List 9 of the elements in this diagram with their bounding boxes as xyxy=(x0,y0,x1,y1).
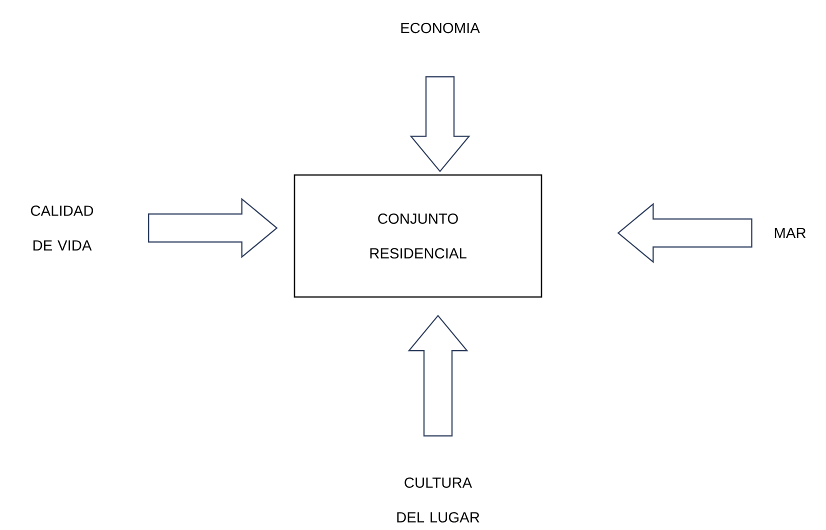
label-text: CULTURA DEL LUGAR xyxy=(397,477,480,523)
block-arrow xyxy=(408,314,468,436)
block-arrow xyxy=(148,198,278,258)
process-box: CONJUNTO RESIDENCIAL xyxy=(294,174,542,298)
label-text: ECONOMIA xyxy=(401,22,480,34)
block-arrow xyxy=(617,202,752,264)
label-text: CALIDAD DE VIDA xyxy=(30,206,94,250)
label-text: MAR xyxy=(774,228,806,238)
block-arrow xyxy=(410,76,470,172)
